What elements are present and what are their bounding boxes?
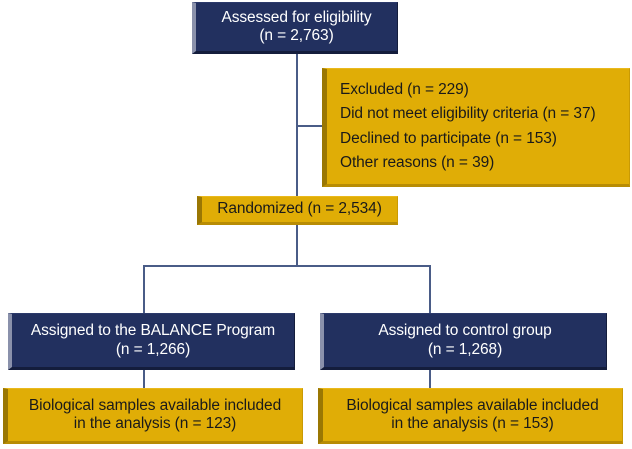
node-balance-arm-line1: Assigned to the BALANCE Program bbox=[30, 322, 276, 340]
node-control-biological-samples-analysis: Biological samples available included in… bbox=[318, 388, 623, 444]
connector-to-excluded-box bbox=[296, 125, 324, 127]
node-control-arm-line2: (n = 1,268) bbox=[427, 340, 503, 358]
connector-drop-to-balance-arm bbox=[143, 265, 145, 314]
node-control-bio-line2: in the analysis (n = 153) bbox=[391, 415, 554, 432]
connector-randomized-down bbox=[296, 225, 298, 266]
node-excluded: Excluded (n = 229) Did not meet eligibil… bbox=[322, 68, 630, 187]
connector-allocation-split-bar bbox=[143, 265, 431, 267]
connector-balance-arm-to-analysis bbox=[143, 369, 145, 389]
connector-control-arm-to-analysis bbox=[429, 369, 431, 389]
node-randomized: Randomized (n = 2,534) bbox=[197, 196, 398, 225]
node-excluded-line1: Excluded (n = 229) bbox=[340, 81, 469, 99]
node-excluded-line4: Other reasons (n = 39) bbox=[340, 153, 495, 171]
node-assigned-control-group: Assigned to control group (n = 1,268) bbox=[320, 313, 607, 370]
node-balance-bio-line1: Biological samples available included bbox=[28, 396, 282, 414]
node-assessed-line1: Assessed for eligibility bbox=[221, 8, 372, 26]
node-assessed-line2: (n = 2,763) bbox=[259, 27, 334, 44]
node-control-bio-line1: Biological samples available included bbox=[346, 396, 599, 414]
node-randomized-line1: Randomized (n = 2,534) bbox=[217, 200, 382, 218]
node-assigned-balance-program: Assigned to the BALANCE Program (n = 1,2… bbox=[8, 313, 295, 370]
node-excluded-line2: Did not meet eligibility criteria (n = 3… bbox=[340, 105, 596, 123]
node-balance-biological-samples-analysis: Biological samples available included in… bbox=[3, 388, 303, 444]
node-control-arm-line1: Assigned to control group bbox=[378, 322, 552, 340]
connector-drop-to-control-arm bbox=[429, 265, 431, 314]
node-assessed-for-eligibility: Assessed for eligibility (n = 2,763) bbox=[192, 2, 398, 54]
node-balance-arm-line2: (n = 1,266) bbox=[115, 340, 191, 358]
node-balance-bio-line2: in the analysis (n = 123) bbox=[73, 415, 237, 432]
node-excluded-line3: Declined to participate (n = 153) bbox=[340, 129, 557, 147]
